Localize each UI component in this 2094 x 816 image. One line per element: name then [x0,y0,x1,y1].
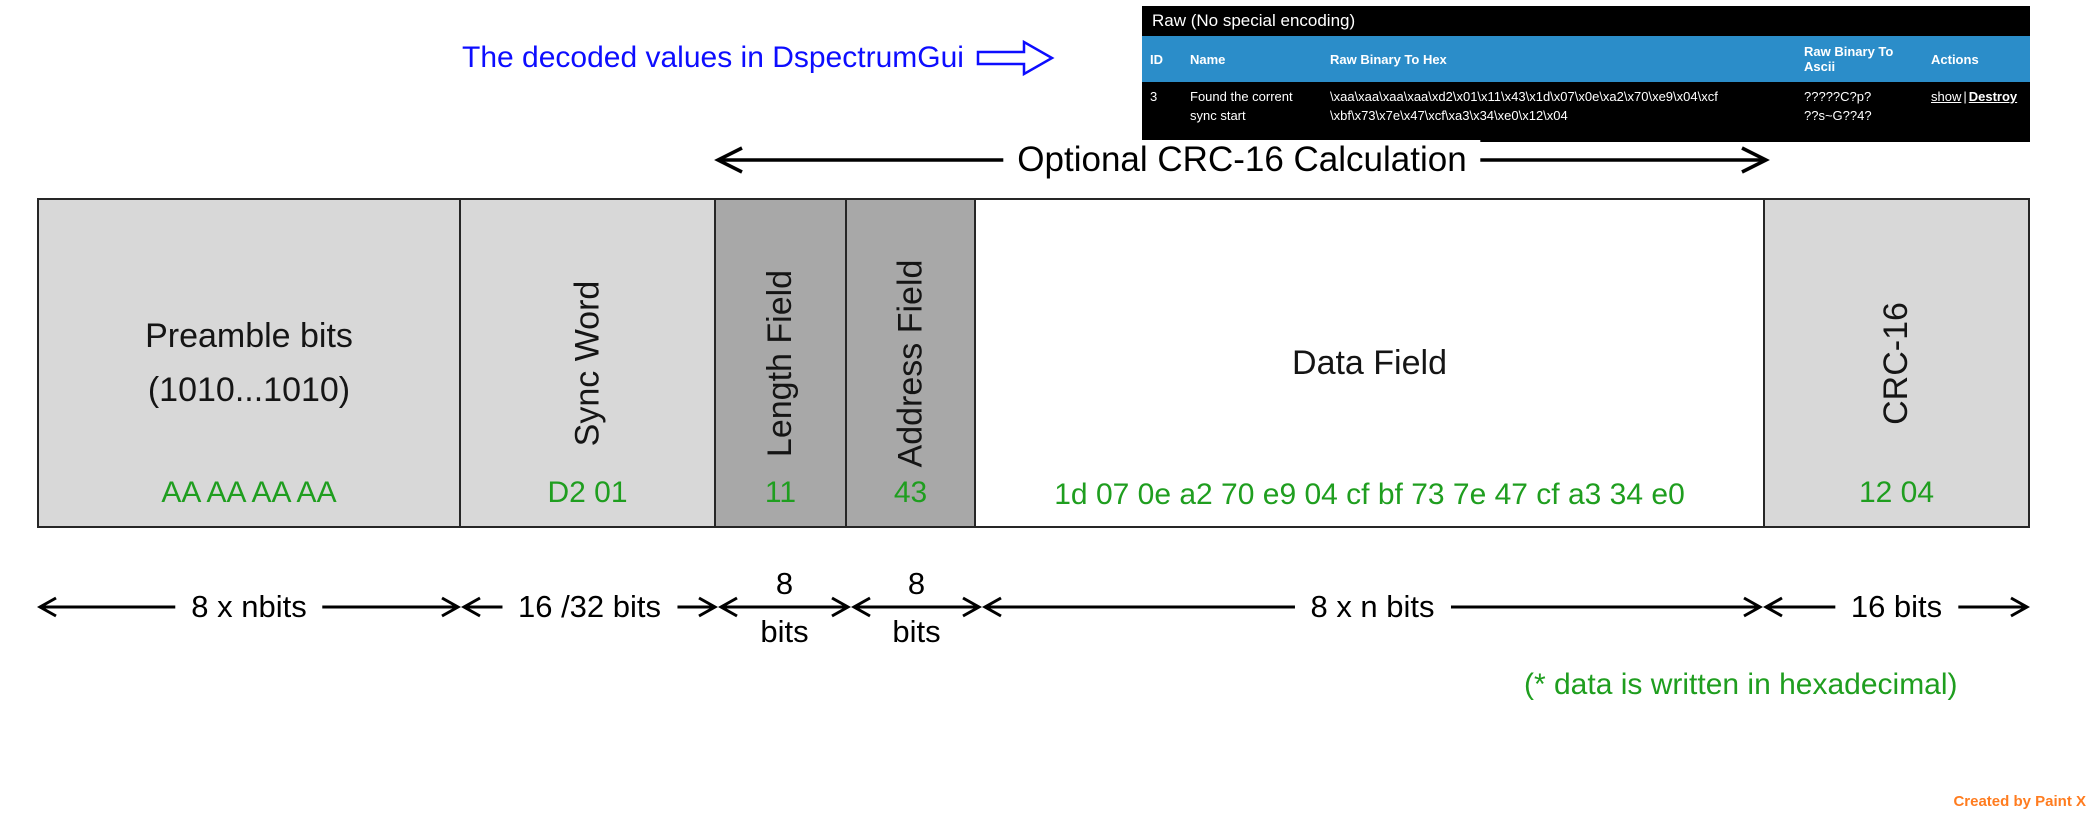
column-header-hex: Raw Binary To Hex [1330,51,1447,67]
frame-structure: Preamble bits (1010...1010) AA AA AA AA … [37,198,2030,528]
paintx-credit: Created by Paint X [1953,793,2086,810]
dim-length-bottom-label: bits [760,614,809,649]
crc16-label: CRC-16 [1877,301,1915,425]
dim-address-top-label: 8 [907,566,926,601]
preamble-label-line1: Preamble bits [145,316,353,355]
preamble-label-line2: (1010...1010) [147,371,351,409]
sync-word-value: D2 01 [547,476,628,509]
ascii-line-2: ??s~G??4? [1804,107,1872,123]
crc16-span-label: Optional CRC-16 Calculation [1003,140,1481,180]
preamble-value: AA AA AA AA [161,476,337,509]
dim-data: 8 x n bits [982,572,1763,652]
right-arrow-icon [976,39,1055,77]
dim-data-label: 8 x n bits [1294,589,1451,625]
decoded-values-note: The decoded values in DspectrumGui [462,41,964,74]
field-sync-word: Sync Word D2 01 [459,198,716,528]
ascii-line-1: ?????C?p? [1804,89,1872,104]
dim-preamble: 8 x nbits [37,572,461,652]
field-crc16: CRC-16 12 04 [1763,198,2030,528]
dim-length-top-label: 8 [775,566,794,601]
cell-hex: \xaa\xaa\xaa\xaa\xd2\x01\x11\x43\x1d\x07… [1322,84,1796,130]
column-header-ascii: Raw Binary To Ascii [1804,44,1894,74]
data-field-value: 1d 07 0e a2 70 e9 04 cf bf 73 7e 47 cf a… [1054,478,1685,511]
dim-sync-label: 16 /32 bits [501,589,678,625]
table-row: 3 Found the corrent sync start \xaa\xaa\… [1142,82,2030,142]
cell-ascii: ?????C?p? ??s~G??4? [1796,84,1923,130]
crc16-value: 12 04 [1858,476,1935,509]
dspectrumgui-table: Raw (No special encoding) ID Name Raw Bi… [1142,6,2030,142]
hex-note: (* data is written in hexadecimal) [1524,668,1958,701]
field-length: Length Field 11 [714,198,847,528]
table-title: Raw (No special encoding) [1152,11,1356,30]
address-field-label: Address Field [891,259,929,467]
column-header-actions: Actions [1931,51,1979,67]
destroy-link[interactable]: Destroy [1968,89,2018,104]
cell-actions: show|Destroy [1923,84,2030,130]
hex-line-2: \xbf\x73\x7e\x47\xcf\xa3\x34\xe0\x12\x04 [1330,107,1568,123]
cell-name: Found the corrent sync start [1190,89,1293,123]
length-field-label: Length Field [761,269,800,457]
crc16-span-arrow: Optional CRC-16 Calculation [714,138,1770,182]
field-preamble: Preamble bits (1010...1010) AA AA AA AA [37,198,461,528]
data-field-label: Data Field [1292,343,1447,382]
show-link[interactable]: show [1931,89,1962,104]
dim-sync: 16 /32 bits [461,572,718,652]
preamble-label: Preamble bits (1010...1010) [39,200,459,526]
hex-line-1: \xaa\xaa\xaa\xaa\xd2\x01\x11\x43\x1d\x07… [1330,89,1718,104]
table-header: ID Name Raw Binary To Hex Raw Binary To … [1142,36,2030,82]
cell-id: 3 [1150,89,1158,104]
sync-word-label: Sync Word [568,280,606,446]
field-address: Address Field 43 [845,198,976,528]
actions-separator: | [1963,89,1967,104]
column-header-id: ID [1150,51,1163,67]
data-label-wrap: Data Field [976,200,1763,526]
dim-crc: 16 bits [1763,572,2030,652]
dim-length: 8 bits [718,566,851,652]
dim-address-bottom-label: bits [892,614,941,649]
field-data: Data Field 1d 07 0e a2 70 e9 04 cf bf 73… [974,198,1765,528]
column-header-name: Name [1190,51,1226,67]
dim-preamble-label: 8 x nbits [175,589,323,625]
dim-address: 8 bits [851,566,982,652]
length-field-value: 11 [764,476,797,509]
dim-crc-label: 16 bits [1834,589,1959,625]
decoded-note-row: The decoded values in DspectrumGui [462,38,1056,78]
address-field-value: 43 [893,476,928,509]
